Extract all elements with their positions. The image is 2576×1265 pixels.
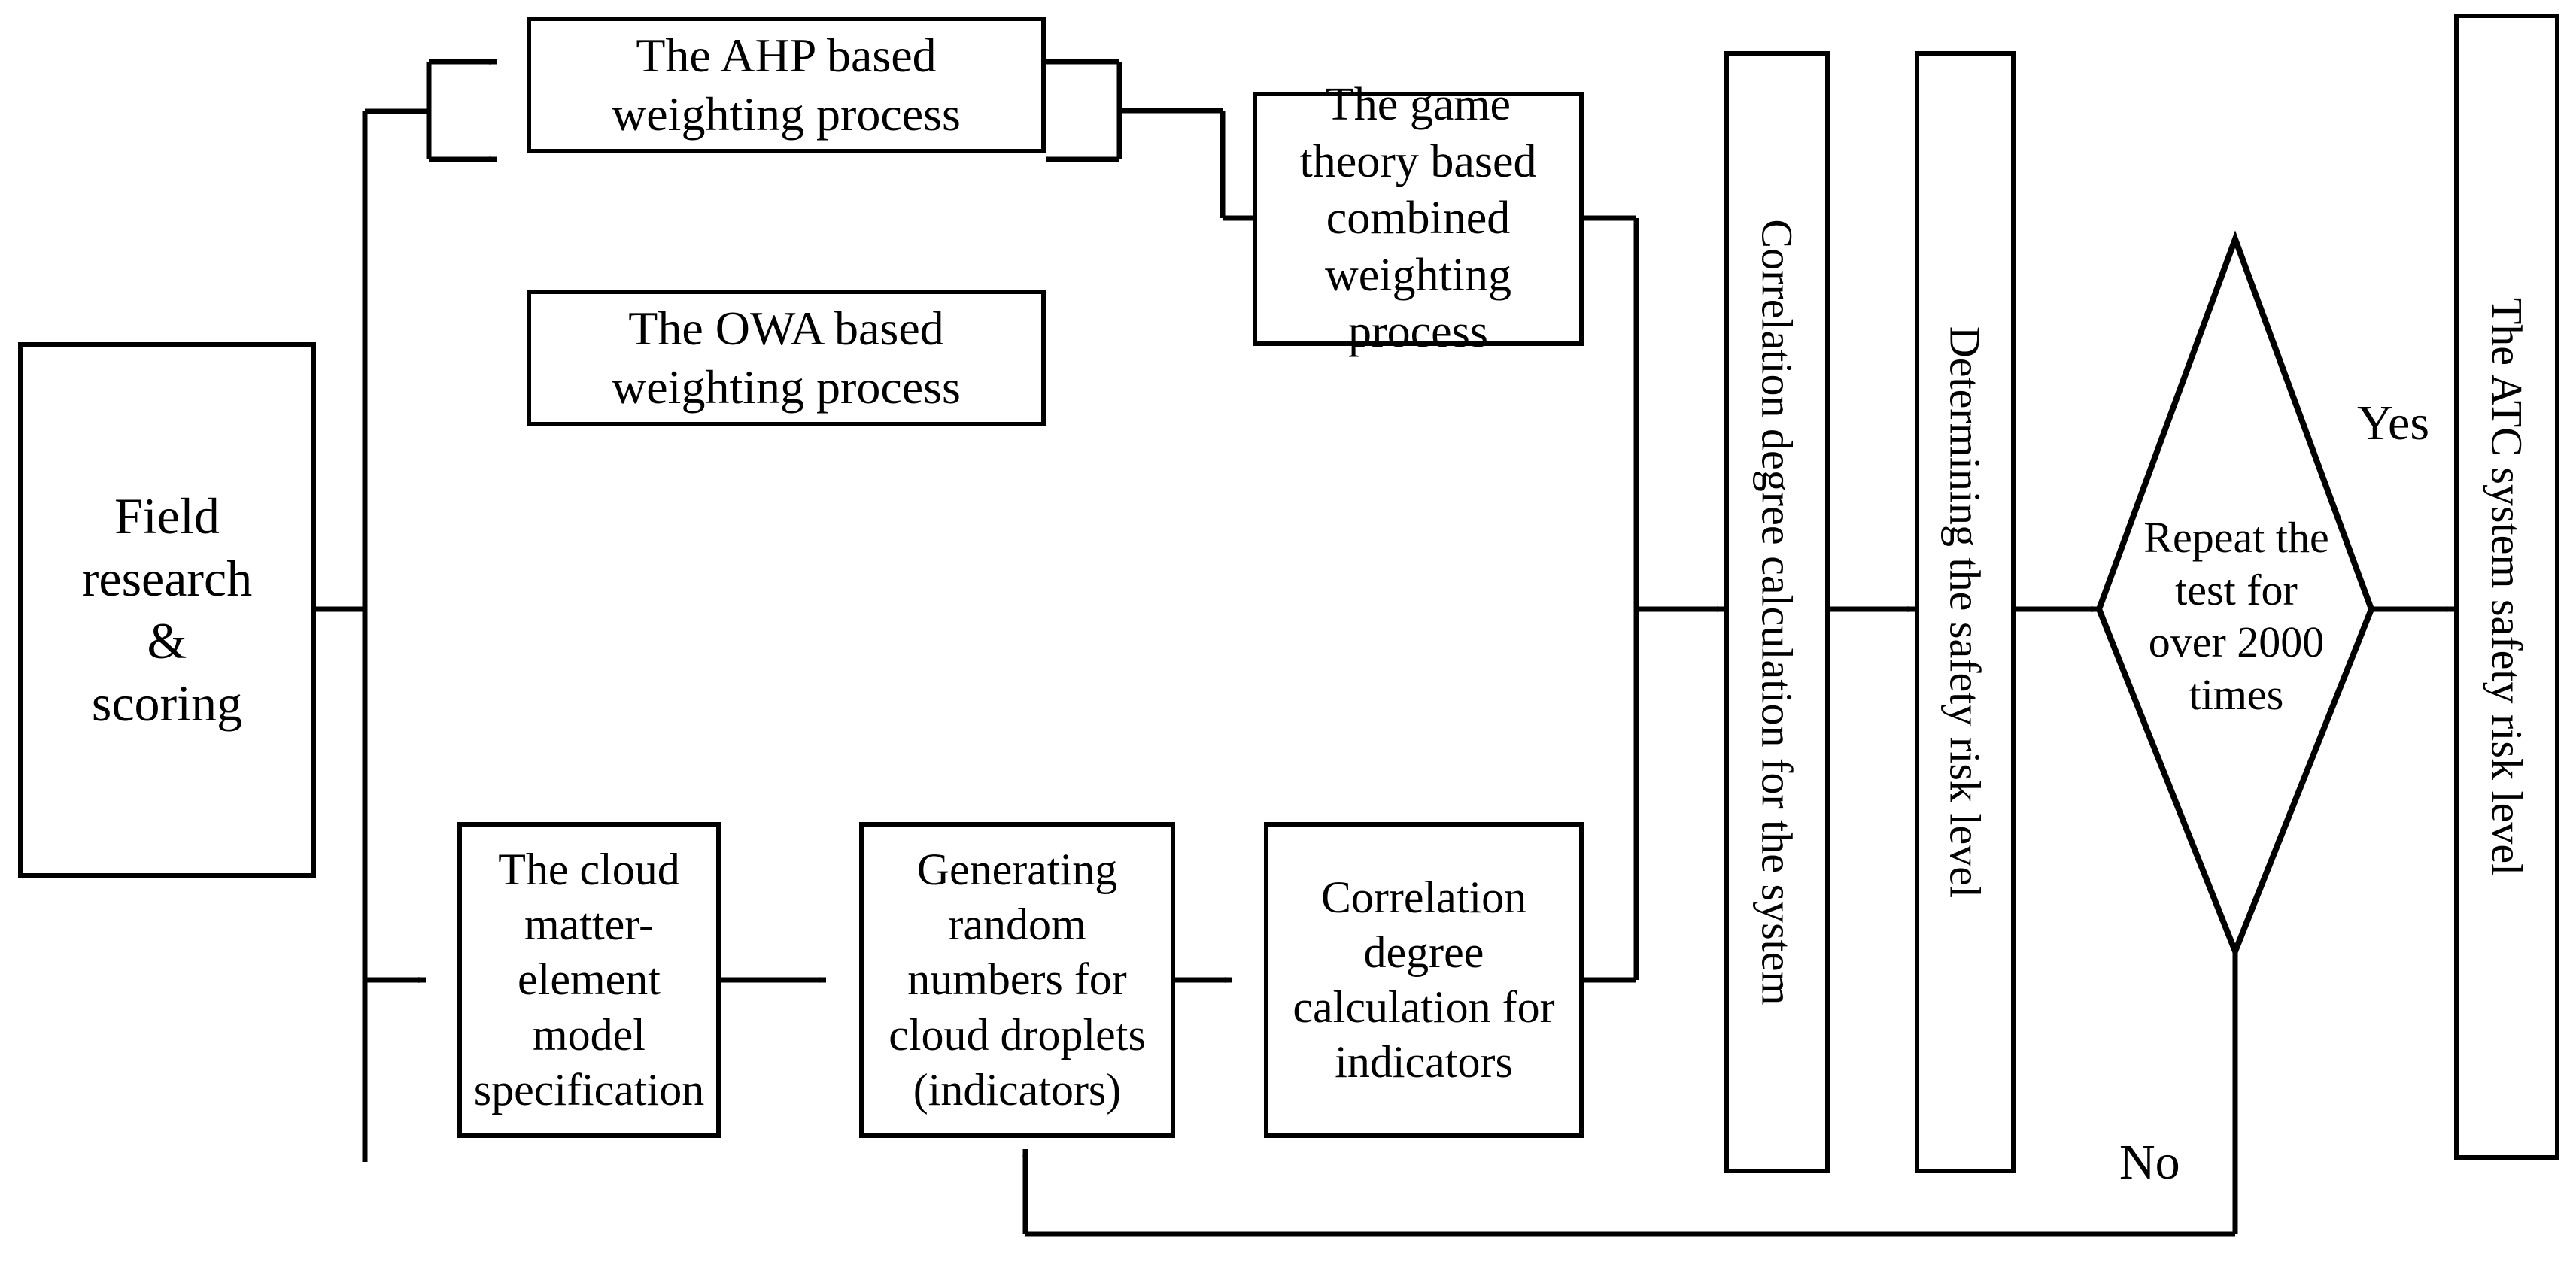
node-atc-risk-level-label: The ATC system safety risk level — [2482, 297, 2532, 876]
node-ahp-weighting-label: The AHP based weighting process — [612, 28, 961, 141]
node-game-theory-weighting-label: The game theory based combined weighting… — [1299, 78, 1537, 358]
node-correlation-system[interactable]: Correlation degree calculation for the s… — [1724, 51, 1830, 1173]
edge-label-yes-text: Yes — [2357, 396, 2430, 450]
node-generate-random-numbers-label: Generating random numbers for cloud drop… — [889, 845, 1146, 1115]
node-cloud-matter-element-label: The cloud matter-element model specifica… — [473, 845, 705, 1115]
node-determining-risk-level-label: Determining the safety risk level — [1940, 326, 1990, 899]
node-ahp-weighting[interactable]: The AHP based weighting process — [527, 17, 1046, 153]
decision-diamond-label: Repeat the test for over 2000 times — [2107, 511, 2366, 720]
node-field-research-label: Field research & scoring — [81, 487, 253, 732]
node-atc-risk-level[interactable]: The ATC system safety risk level — [2454, 14, 2559, 1160]
node-determining-risk-level[interactable]: Determining the safety risk level — [1915, 51, 2016, 1173]
node-field-research[interactable]: Field research & scoring — [18, 342, 316, 878]
decision-diamond-text: Repeat the test for over 2000 times — [2143, 513, 2329, 719]
decision-diamond — [2095, 230, 2375, 960]
edge-label-no-text: No — [2119, 1135, 2180, 1190]
node-correlation-indicators-label: Correlation degree calculation for indic… — [1293, 872, 1555, 1088]
edge-label-no: No — [2119, 1134, 2180, 1191]
node-game-theory-weighting[interactable]: The game theory based combined weighting… — [1253, 79, 1584, 357]
node-generate-random-numbers[interactable]: Generating random numbers for cloud drop… — [859, 822, 1175, 1138]
node-owa-weighting-label: The OWA based weighting process — [612, 301, 961, 414]
node-cloud-matter-element[interactable]: The cloud matter-element model specifica… — [457, 822, 721, 1138]
edge-label-yes: Yes — [2357, 395, 2429, 452]
node-owa-weighting[interactable]: The OWA based weighting process — [527, 290, 1046, 426]
node-correlation-system-label: Correlation degree calculation for the s… — [1752, 219, 1802, 1006]
node-correlation-indicators[interactable]: Correlation degree calculation for indic… — [1264, 822, 1584, 1138]
connector-group — [316, 59, 2455, 1237]
